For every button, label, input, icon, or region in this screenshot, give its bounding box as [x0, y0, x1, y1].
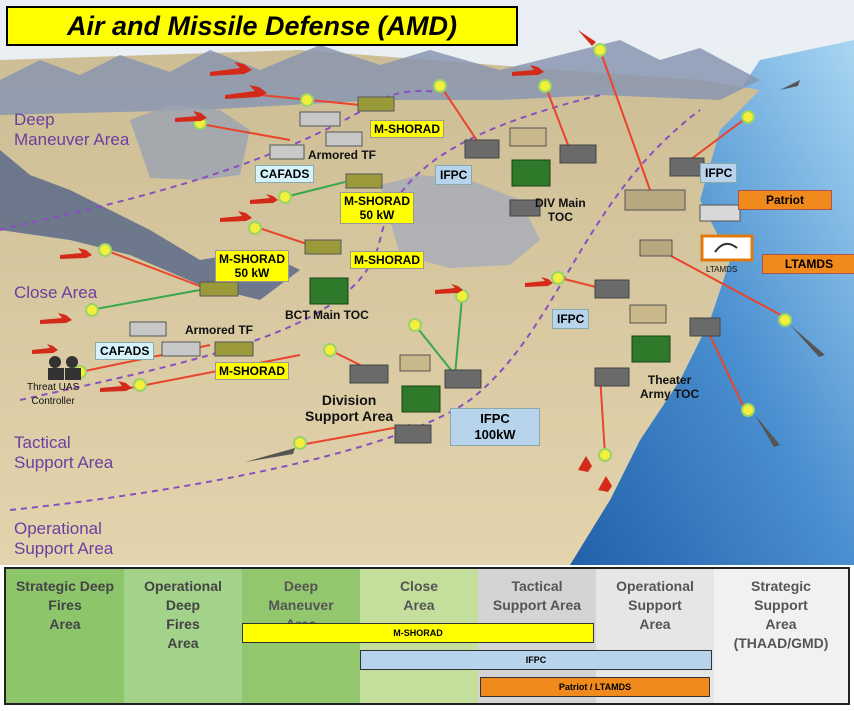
column-label-line: Deep: [165, 597, 201, 613]
column-label-line: Tactical: [511, 578, 563, 594]
label-line: TOC: [547, 210, 573, 224]
cafads-label-bottom: CAFADS: [95, 342, 155, 360]
patriot-label: Patriot: [738, 190, 832, 210]
label-line: Army TOC: [640, 387, 700, 401]
label-line: Support Area: [305, 408, 394, 424]
column-label-line: Area: [639, 616, 671, 632]
close-area-label: Close Area: [14, 283, 97, 303]
area-label-line: Deep: [14, 110, 55, 129]
area-label-line: Tactical: [14, 433, 71, 452]
label-line: M-SHORAD: [344, 194, 410, 208]
ifpc-label-right: IFPC: [700, 163, 738, 183]
column-label-line: Strategic: [751, 578, 811, 594]
toc-icons: [309, 159, 671, 413]
ltamds-radar-icon: [700, 234, 754, 262]
column-label-line: Area: [403, 597, 435, 613]
column-label-line: Operational: [144, 578, 222, 594]
mshorad-label-bottom: M-SHORAD: [215, 362, 289, 380]
label-line: IFPC: [480, 411, 510, 426]
uas-controller-icon: [48, 356, 81, 380]
area-label-line: Support Area: [14, 539, 114, 558]
battlefield-scene: Air and Missile Defense (AMD) Deep Maneu…: [0, 0, 854, 565]
ifpc-coverage-bar: IFPC: [360, 650, 712, 670]
mountains-far: [0, 40, 760, 115]
label-line: Theater: [647, 373, 692, 387]
ifpc-label-mid: IFPC: [552, 309, 590, 329]
column-label-line: Support: [628, 597, 682, 613]
deep-maneuver-area-label: Deep Maneuver Area: [14, 110, 129, 150]
column-strategic-deep-fires: Strategic Deep Fires Area: [6, 569, 124, 703]
mshorad-coverage-bar: M-SHORAD: [242, 623, 594, 643]
patriot-ltamds-coverage-bar: Patriot / LTAMDS: [480, 677, 710, 697]
mshorad-label-mid: M-SHORAD: [350, 251, 424, 269]
column-label-line: Support: [754, 597, 808, 613]
city-center: [380, 175, 540, 268]
ltamds-small-label: LTAMDS: [706, 265, 738, 274]
sea-area: [560, 40, 854, 565]
boundary-close: [19, 94, 601, 401]
area-label-line: Operational: [14, 519, 102, 538]
terrain-graphic: [0, 0, 854, 565]
boundary-deep: [0, 90, 441, 231]
column-label-line: Operational: [616, 578, 694, 594]
threat-uas-controller-label: Threat UAS Controller: [27, 381, 79, 409]
column-label-line: Fires: [48, 597, 82, 613]
boundary-tactical: [9, 109, 701, 511]
column-label-line: Area: [49, 616, 81, 632]
area-label-line: Maneuver Area: [14, 130, 130, 149]
area-label-line: Support Area: [14, 453, 114, 472]
column-label-line: (THAAD/GMD): [733, 635, 829, 651]
label-line: Threat UAS: [27, 382, 80, 393]
bursts: [73, 43, 792, 462]
label-line: 50 kW: [234, 266, 270, 280]
mshorad-label-top: M-SHORAD: [370, 120, 444, 138]
armored-tf-label-top: Armored TF: [308, 148, 377, 162]
column-label-line: Fires: [166, 616, 200, 632]
vehicle-icons: [129, 96, 741, 444]
column-strategic-support: Strategic Support Area (THAAD/GMD): [714, 569, 848, 703]
operational-support-area-label: Operational Support Area: [14, 519, 113, 559]
label-line: 50 kW: [359, 208, 395, 222]
column-label-line: Strategic Deep: [15, 578, 115, 594]
column-label-line: Support Area: [492, 597, 582, 613]
column-label-line: Close: [399, 578, 439, 594]
page-title: Air and Missile Defense (AMD): [6, 6, 518, 46]
area-coverage-table: Strategic Deep Fires Area Operational De…: [4, 567, 850, 705]
column-label-line: Maneuver: [268, 597, 334, 613]
cafads-label-top: CAFADS: [255, 165, 315, 183]
label-line: 100kW: [474, 427, 516, 442]
column-label-line: Deep: [283, 578, 319, 594]
column-label-line: Area: [167, 635, 199, 651]
armored-tf-label-bottom: Armored TF: [185, 323, 254, 337]
label-line: DIV Main: [535, 196, 586, 210]
city-left: [130, 105, 250, 180]
aircraft-icons: [32, 30, 612, 492]
area-label-line: Close Area: [14, 283, 98, 302]
engagement-lines: [79, 49, 791, 456]
column-operational-deep-fires: Operational Deep Fires Area: [124, 569, 242, 703]
column-label-line: Area: [765, 616, 797, 632]
tactical-support-area-label: Tactical Support Area: [14, 433, 113, 473]
ltamds-label: LTAMDS: [762, 254, 854, 274]
label-line: Division: [321, 392, 377, 408]
label-line: M-SHORAD: [219, 252, 285, 266]
missile-icons: [245, 80, 825, 462]
bct-main-toc-label: BCT Main TOC: [285, 308, 369, 322]
ifpc-label-left: IFPC: [435, 165, 473, 185]
label-line: Controller: [31, 396, 75, 407]
